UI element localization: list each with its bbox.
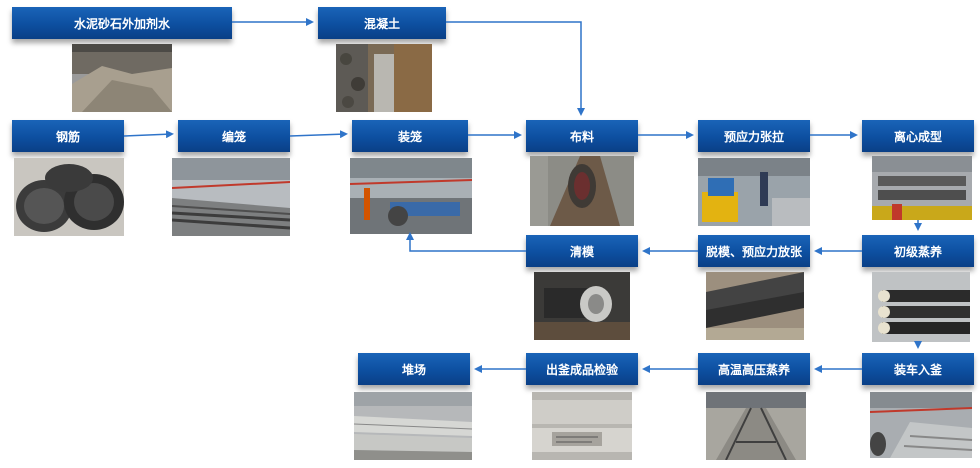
photo-prestress-tension [698, 158, 810, 226]
photo-cage-weaving [172, 158, 290, 236]
node-cage-weaving: 编笼 [178, 120, 290, 152]
photo-centrifugal-forming [872, 156, 972, 220]
node-stockyard: 堆场 [358, 353, 470, 385]
photo-concrete [336, 44, 432, 112]
node-inspection: 出釜成品检验 [526, 353, 638, 385]
node-distribute: 布料 [526, 120, 638, 152]
node-autoclave: 高温高压蒸养 [698, 353, 810, 385]
photo-clean-mold [534, 272, 630, 340]
arrow-cage-weaving-install [289, 130, 348, 139]
node-steel: 钢筋 [12, 120, 124, 152]
arrow-concrete-distribute [446, 21, 585, 116]
node-loading-kettle: 装车入釜 [862, 353, 974, 385]
node-prestress-tension: 预应力张拉 [698, 120, 810, 152]
photo-loading-kettle [870, 392, 972, 458]
photo-primary-curing [872, 272, 970, 342]
node-concrete: 混凝土 [318, 7, 446, 39]
photo-steel [14, 158, 124, 236]
node-primary-curing: 初级蒸养 [862, 235, 974, 267]
photo-admixture [72, 44, 172, 112]
node-demold-release: 脱模、预应力放张 [698, 235, 810, 267]
arrow-steel-cage-weaving [123, 130, 174, 139]
node-centrifugal-forming: 离心成型 [862, 120, 974, 152]
node-cage-install: 装笼 [352, 120, 468, 152]
arrow-clean-cage-install [406, 232, 526, 252]
photo-distribute [530, 156, 634, 226]
photo-autoclave [706, 392, 806, 460]
node-admixture: 水泥砂石外加剂水 [12, 7, 232, 39]
photo-demold-release [706, 272, 804, 340]
photo-inspection [532, 392, 632, 460]
photo-cage-install [350, 158, 472, 234]
photo-stockyard [354, 392, 472, 460]
node-clean-mold: 清模 [526, 235, 638, 267]
